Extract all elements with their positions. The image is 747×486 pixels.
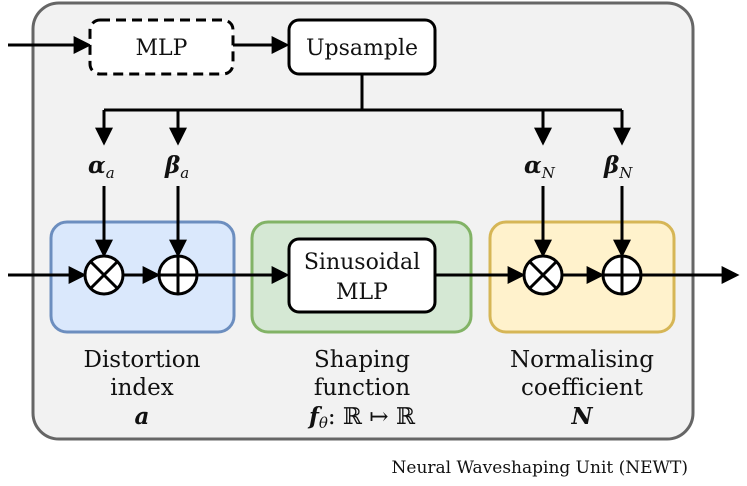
distortion-title-line1: Distortion <box>84 347 201 373</box>
unit-caption: Neural Waveshaping Unit (NEWT) <box>392 458 688 478</box>
normalising-title-line1: Normalising <box>510 347 654 373</box>
shaping-title-line2: function <box>314 375 410 401</box>
sinusoidal-mlp-line2: MLP <box>336 280 388 305</box>
beta-a-label: βa <box>164 152 189 182</box>
normalising-section <box>488 220 676 334</box>
alpha-n-label: αN <box>524 152 556 182</box>
mlp-box <box>88 18 235 76</box>
multiply-icon-stroke2 <box>89 260 119 290</box>
beta-n-label: βN <box>603 152 633 182</box>
normalising-symbol: N <box>570 403 593 430</box>
upsample-label: Upsample <box>306 36 418 61</box>
distortion-title-line2: index <box>110 375 174 401</box>
sinusoidal-mlp-line1: Sinusoidal <box>304 250 420 275</box>
distortion-section <box>49 220 236 334</box>
distortion-symbol: a <box>135 403 150 430</box>
multiply-icon-stroke2 <box>528 260 558 290</box>
normalising-title-line2: coefficient <box>521 375 644 401</box>
alpha-a-label: αa <box>88 152 115 182</box>
shaping-title-line1: Shaping <box>314 347 410 373</box>
mlp-label: MLP <box>136 36 188 61</box>
